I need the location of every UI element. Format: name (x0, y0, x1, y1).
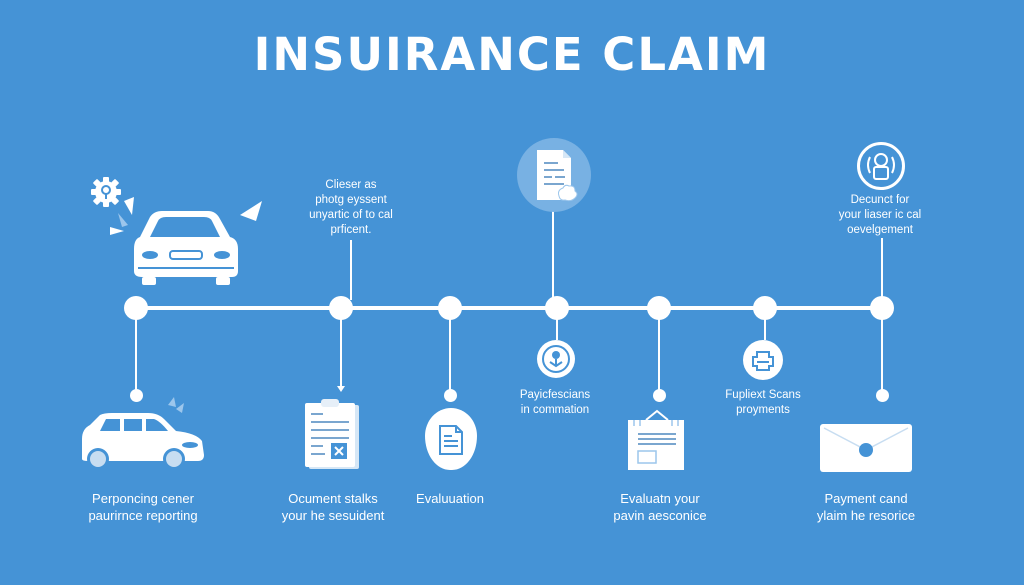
connector-up-4 (552, 205, 554, 300)
envelope-icon (823, 427, 909, 457)
connector-dot-7 (875, 389, 889, 402)
timeline-node-4[interactable] (545, 296, 569, 320)
text-line: Evaluuation (416, 491, 484, 506)
text-line: your liaser ic cal (838, 209, 922, 221)
text-line: prficent. (330, 224, 372, 236)
bottom-text-payment: Payment cand ylaim he resorice (817, 490, 915, 524)
connector-down-4 (556, 318, 558, 340)
printer-icon (752, 351, 774, 371)
connector-up-2 (350, 240, 352, 300)
timeline-node-3[interactable] (438, 296, 462, 320)
scans-icon-circle[interactable] (743, 340, 783, 380)
envelope-illustration[interactable] (820, 424, 912, 472)
text-line: Ocument stalks (288, 491, 378, 506)
text-line: in commation (520, 404, 590, 416)
document-icon (537, 150, 578, 202)
car-illustration (78, 393, 210, 473)
connector-down-2 (340, 318, 342, 390)
connector-dot-5 (652, 389, 666, 402)
evaluation-icon-blob[interactable] (425, 408, 477, 470)
document-icon-circle[interactable] (517, 138, 591, 212)
clipboard-illustration (303, 399, 363, 471)
plant-icon (542, 345, 570, 373)
text-line: proyments (736, 404, 790, 416)
mid-text-physicians: Payicfescians in commation (520, 388, 590, 418)
text-line: paurirnce reporting (88, 508, 198, 523)
connector-down-7 (881, 318, 883, 390)
text-line: Clieser as (325, 179, 377, 191)
text-line: Payicfescians (519, 389, 591, 401)
text-line: Decunct for (850, 194, 910, 206)
timeline-node-7[interactable] (870, 296, 894, 320)
bottom-text-reporting: Perponcing cener paurirnce reporting (88, 490, 197, 524)
top-text-photo: Clieser as photg eyssent unyartic of to … (309, 178, 393, 238)
connector-down-1 (135, 318, 137, 390)
connector-down-6 (764, 318, 766, 340)
timeline-node-2[interactable] (329, 296, 353, 320)
text-line: ylaim he resorice (816, 508, 916, 523)
calendar-board-illustration (626, 408, 688, 472)
car-crash-illustration (90, 175, 270, 285)
text-line: your he sesuident (281, 508, 385, 523)
top-text-adjuster: Decunct for your liaser ic cal oevelgeme… (839, 193, 921, 238)
bottom-text-evaluate: Evaluatn your pavin aesconice (613, 490, 706, 524)
connector-dot-3 (443, 389, 457, 402)
timeline-node-1[interactable] (124, 296, 148, 320)
text-line: unyartic of to cal (309, 209, 393, 221)
timeline-node-6[interactable] (753, 296, 777, 320)
timeline-axis (136, 306, 882, 310)
file-icon (439, 425, 463, 455)
page-title: INSUIRANCE CLAIM (253, 28, 771, 81)
timeline-node-5[interactable] (647, 296, 671, 320)
bottom-text-evaluation: Evaluuation (416, 490, 484, 507)
car-crash-icon (91, 177, 262, 285)
connector-up-7 (881, 238, 883, 300)
calendar-board-icon (628, 409, 684, 470)
mid-text-scans: Fupliext Scans proyments (725, 388, 800, 418)
connector-down-3 (449, 318, 451, 390)
person-badge-icon[interactable] (857, 142, 905, 190)
connector-dot-1 (129, 389, 143, 402)
arrow-down-icon (337, 386, 345, 392)
text-line: Payment cand (824, 491, 908, 506)
text-line: pavin aesconice (613, 508, 707, 523)
text-line: Evaluatn your (620, 491, 700, 506)
bottom-text-document: Ocument stalks your he sesuident (282, 490, 385, 524)
connector-down-5 (658, 318, 660, 390)
car-icon (82, 397, 204, 470)
physicians-icon-circle[interactable] (537, 340, 575, 378)
text-line: photg eyssent (315, 194, 387, 206)
text-line: Perponcing cener (92, 491, 194, 506)
clipboard-icon (305, 399, 359, 469)
text-line: oevelgement (847, 224, 913, 236)
text-line: Fupliext Scans (725, 389, 801, 401)
